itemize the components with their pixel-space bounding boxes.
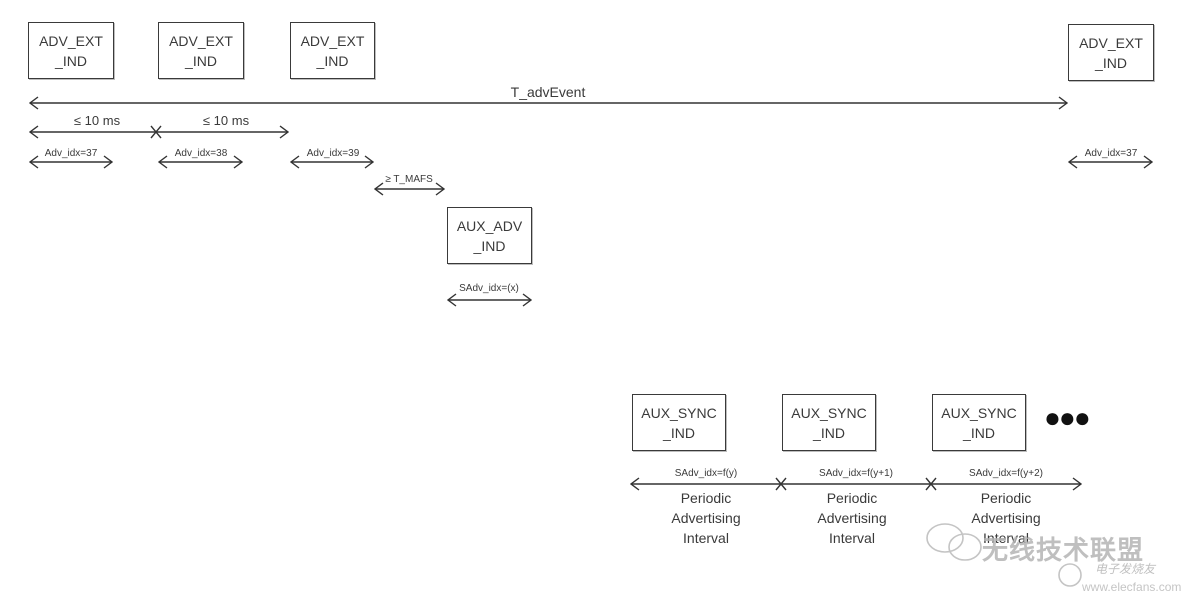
packet-label-line1: AUX_ADV [456,217,523,234]
packet-label-line1: ADV_EXT [1079,34,1143,51]
interval-line: Interval [983,530,1029,546]
interval-line: Advertising [971,510,1041,526]
packet-label-line2: _IND [55,52,87,69]
packet-label-line1: ADV_EXT [300,32,365,49]
adv-ext-ind-packet-3: ADV_EXT _IND [290,22,375,79]
interval-line: Periodic [826,490,878,506]
sync-idx-label-3: SAdv_idx=f(y+2) [969,468,1043,479]
spacing-label-2: ≤ 10 ms [202,113,250,128]
aux-adv-ind-packet: AUX_ADV _IND [447,207,532,264]
interval-line: Periodic [680,490,732,506]
watermark-subtext: 电子发烧友 [1095,562,1156,576]
packet-label-line1: AUX_SYNC [941,404,1017,421]
logo-circle-icon [1058,563,1082,587]
packet-label-line1: ADV_EXT [39,32,103,49]
interval-line: Advertising [671,510,741,526]
adv-idx-label-4: Adv_idx=37 [1084,148,1138,159]
adv-event-label: T_advEvent [510,84,586,100]
aux-sync-ind-packet-3: AUX_SYNC _IND [932,394,1026,451]
spacing-cross [150,125,162,139]
aux-sync-ind-packet-2: AUX_SYNC _IND [782,394,876,451]
interval-line: Interval [683,530,729,546]
packet-label-line2: _IND [813,424,845,441]
packet-label-line2: _IND [1095,54,1127,71]
sync-idx-label-2: SAdv_idx=f(y+1) [819,468,893,479]
continuation-dots: ●●● [1044,402,1091,433]
watermark-url: www.elecfans.com [1082,580,1182,594]
watermark-text: 无线技术联盟 [982,535,1145,565]
packet-label-line1: AUX_SYNC [791,404,867,421]
periodic-interval-label-3: Periodic Advertising Interval [951,488,1061,548]
packet-label-line1: ADV_EXT [169,32,233,49]
periodic-interval-label-2: Periodic Advertising Interval [797,488,907,548]
adv-ext-ind-packet-4: ADV_EXT _IND [1068,24,1154,81]
aux-sync-ind-packet-1: AUX_SYNC _IND [632,394,726,451]
packet-label-line2: _IND [663,424,695,441]
packet-label-line2: _IND [473,237,506,254]
adv-idx-label-3: Adv_idx=39 [306,148,360,159]
packet-label-line2: _IND [963,424,995,441]
packet-label-line2: _IND [316,52,349,69]
interval-line: Interval [829,530,875,546]
adv-idx-label-1: Adv_idx=37 [44,148,98,159]
periodic-cross-1 [775,477,787,491]
spacing-label-1: ≤ 10 ms [73,113,121,128]
mafs-label: ≥ T_MAFS [385,174,433,185]
interval-line: Periodic [980,490,1032,506]
packet-label-line2: _IND [185,52,217,69]
adv-ext-ind-packet-1: ADV_EXT _IND [28,22,114,79]
sync-idx-label-1: SAdv_idx=f(y) [674,468,738,479]
adv-idx-label-2: Adv_idx=38 [174,148,228,159]
packet-label-line1: AUX_SYNC [641,404,717,421]
periodic-cross-2 [925,477,937,491]
adv-ext-ind-packet-2: ADV_EXT _IND [158,22,244,79]
aux-adv-idx-label: SAdv_idx=(x) [459,283,519,294]
interval-line: Advertising [817,510,887,526]
wechat-icon [926,523,1082,587]
periodic-interval-label-1: Periodic Advertising Interval [651,488,761,548]
